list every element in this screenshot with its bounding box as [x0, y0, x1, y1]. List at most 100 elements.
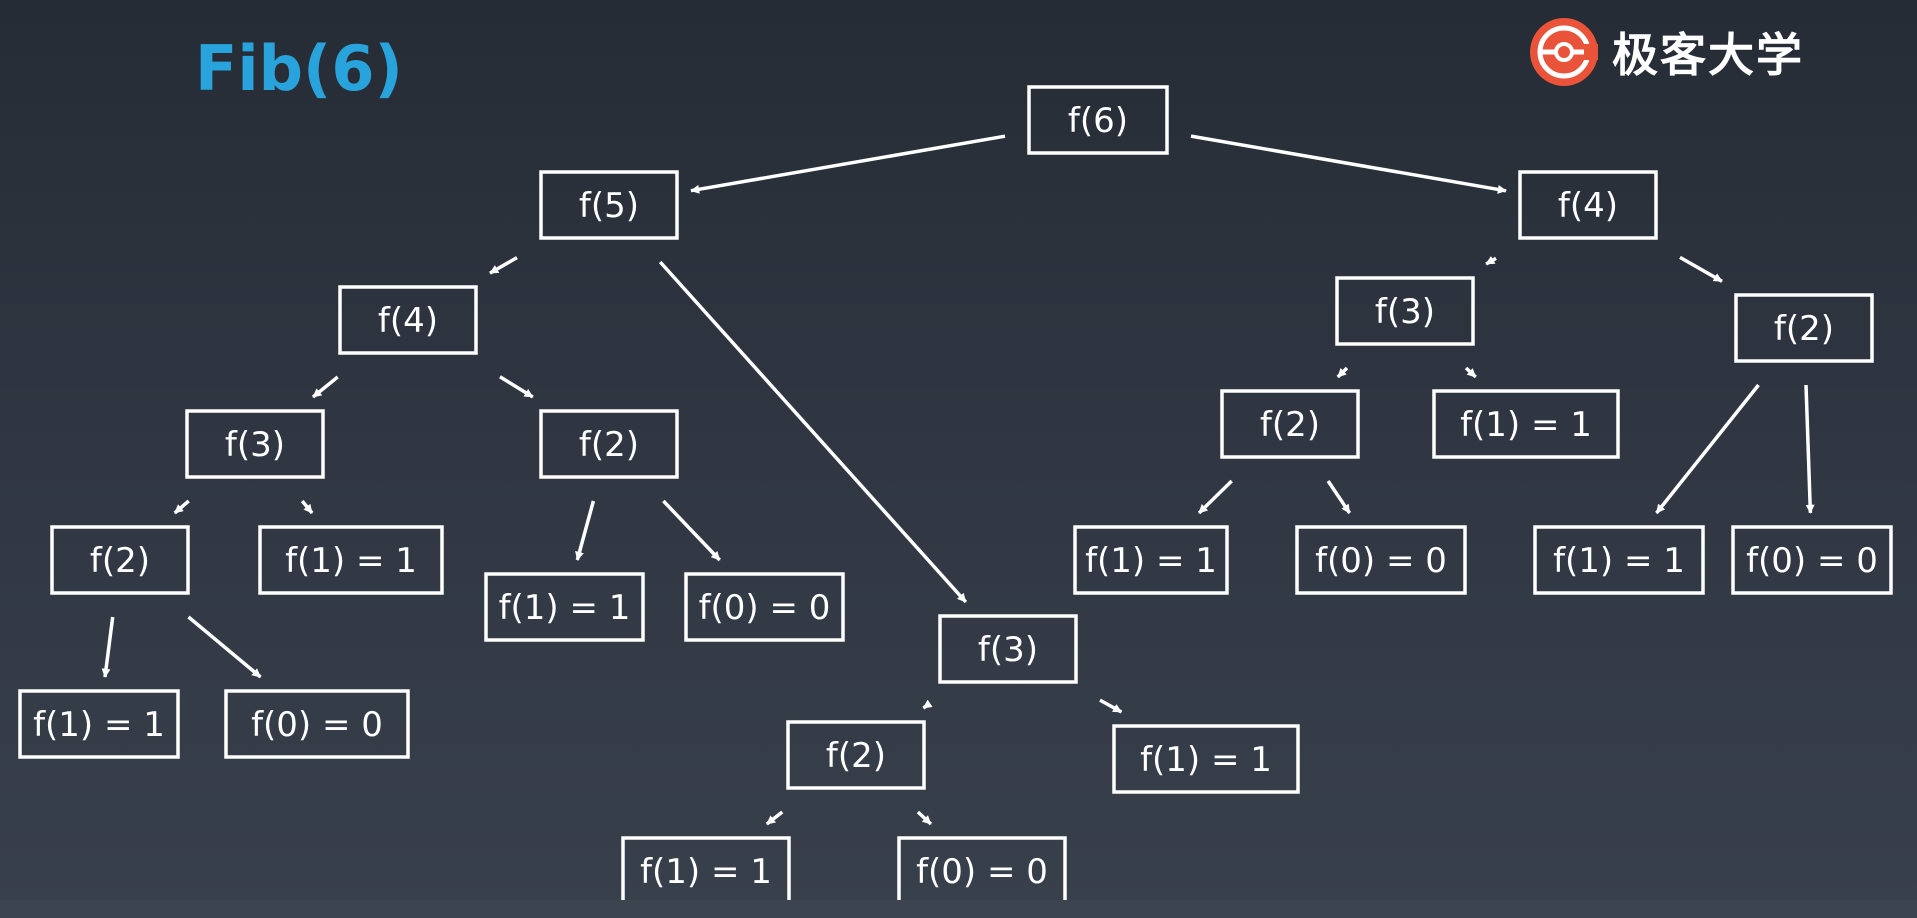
edge-arrow — [1197, 479, 1233, 515]
node-label: f(6) — [1068, 101, 1128, 141]
node-label: f(3) — [1375, 292, 1435, 332]
node-label: f(1) = 1 — [640, 852, 772, 892]
tree-node: f(0) = 0 — [224, 689, 410, 759]
node-label: f(3) — [978, 630, 1038, 670]
node-box — [1335, 276, 1475, 346]
node-label: f(0) = 0 — [1746, 541, 1878, 581]
tree-node: f(0) = 0 — [1295, 525, 1467, 595]
node-label: f(2) — [1260, 405, 1320, 445]
node-box — [1112, 724, 1300, 794]
edge-arrow — [1655, 383, 1760, 515]
node-label: f(1) = 1 — [1085, 541, 1217, 581]
node-label: f(0) = 0 — [251, 705, 383, 745]
tree-node: f(2) — [1734, 293, 1874, 363]
edge-arrow — [1099, 698, 1123, 714]
tree-node: f(2) — [539, 409, 679, 479]
node-label: f(2) — [826, 736, 886, 776]
edge-arrow — [1326, 480, 1352, 514]
tree-node: f(4) — [1518, 170, 1658, 240]
tree-node: f(1) = 1 — [1533, 525, 1705, 595]
nodes-layer: f(6) f(5) f(4) f(4) f(3) f(2) f(3) f(2) f(1) = 1… — [18, 85, 1893, 906]
node-label: f(1) = 1 — [1460, 405, 1592, 445]
edge-arrow — [187, 615, 262, 679]
node-box — [938, 614, 1078, 684]
node-label: f(2) — [90, 541, 150, 581]
edges-layer — [101, 134, 1815, 826]
node-label: f(5) — [579, 186, 639, 226]
tree-node: f(4) — [338, 285, 478, 355]
edge-arrow — [1679, 255, 1723, 283]
edge-arrow — [1485, 255, 1497, 266]
edge-arrow — [1464, 366, 1477, 379]
node-box — [1027, 85, 1169, 155]
node-box — [224, 689, 410, 759]
node-label: f(1) = 1 — [499, 588, 631, 628]
edge-arrow — [575, 500, 596, 561]
node-label: f(1) = 1 — [285, 541, 417, 581]
node-box — [18, 689, 180, 759]
brand-logo: 极客大学 — [1526, 12, 1804, 92]
node-box — [539, 170, 679, 240]
geek-university-logo-icon — [1530, 18, 1598, 86]
node-label: f(1) = 1 — [1553, 541, 1685, 581]
edge-arrow — [300, 499, 314, 515]
tree-node: f(1) = 1 — [18, 689, 180, 759]
edge-arrow — [658, 260, 968, 604]
node-label: f(1) = 1 — [1140, 740, 1272, 780]
node-box — [258, 525, 444, 595]
node-box — [684, 572, 845, 642]
edge-arrow — [1336, 366, 1349, 379]
edge-arrow — [1804, 384, 1815, 514]
brand-name: 极客大学 — [1612, 28, 1804, 82]
edge-arrow — [101, 616, 115, 678]
edge-arrow — [499, 375, 534, 399]
tree-node: f(2) — [50, 525, 190, 595]
node-label: f(2) — [579, 425, 639, 465]
bottom-strip — [0, 900, 1917, 918]
node-box — [185, 409, 325, 479]
edge-arrow — [311, 375, 339, 399]
tree-node: f(5) — [539, 170, 679, 240]
tree-node: f(2) — [786, 720, 926, 790]
edge-arrow — [489, 256, 518, 275]
node-label: f(2) — [1774, 309, 1834, 349]
edge-arrow — [173, 499, 190, 515]
node-box — [1073, 525, 1229, 595]
node-label: f(1) = 1 — [33, 705, 165, 745]
edge-arrow — [916, 810, 933, 826]
node-box — [1220, 389, 1360, 459]
node-label: f(0) = 0 — [1315, 541, 1447, 581]
node-box — [50, 525, 190, 595]
node-box — [1295, 525, 1467, 595]
tree-node: f(2) — [1220, 389, 1360, 459]
diagram-title: Fib(6) — [195, 32, 403, 105]
node-box — [484, 572, 645, 642]
tree-node: f(1) = 1 — [1073, 525, 1229, 595]
tree-node: f(1) = 1 — [1432, 389, 1620, 459]
node-box — [1731, 525, 1893, 595]
node-label: f(4) — [1558, 186, 1618, 226]
tree-node: f(0) = 0 — [684, 572, 845, 642]
tree-node: f(1) = 1 — [484, 572, 645, 642]
edge-arrow — [922, 699, 933, 710]
node-label: f(3) — [225, 425, 285, 465]
tree-node: f(3) — [1335, 276, 1475, 346]
tree-node: f(0) = 0 — [897, 836, 1067, 906]
edge-arrow — [662, 499, 721, 562]
tree-node: f(0) = 0 — [1731, 525, 1893, 595]
edge-arrow — [690, 134, 1006, 194]
node-label: f(4) — [378, 301, 438, 341]
tree-node: f(3) — [938, 614, 1078, 684]
node-box — [539, 409, 679, 479]
node-box — [1518, 170, 1658, 240]
node-box — [1734, 293, 1874, 363]
tree-node: f(1) = 1 — [621, 836, 791, 906]
node-label: f(0) = 0 — [916, 852, 1048, 892]
tree-node: f(1) = 1 — [258, 525, 444, 595]
tree-node: f(6) — [1027, 85, 1169, 155]
node-box — [1533, 525, 1705, 595]
node-label: f(0) = 0 — [699, 588, 831, 628]
edge-arrow — [1190, 134, 1507, 194]
